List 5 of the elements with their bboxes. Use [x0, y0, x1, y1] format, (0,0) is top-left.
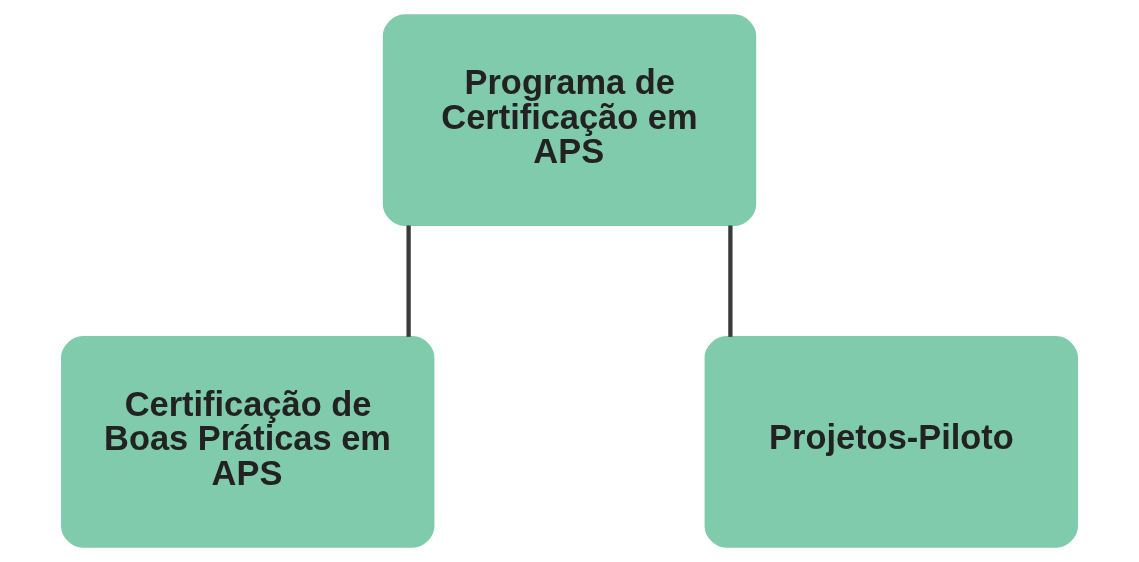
node-box: Projetos-Piloto — [704, 336, 1078, 548]
connector — [406, 225, 411, 337]
connector — [728, 225, 733, 337]
node-box: Certificação de Boas Práticas em APS — [61, 336, 435, 548]
node-box: Programa de Certificação em APS — [382, 14, 757, 226]
